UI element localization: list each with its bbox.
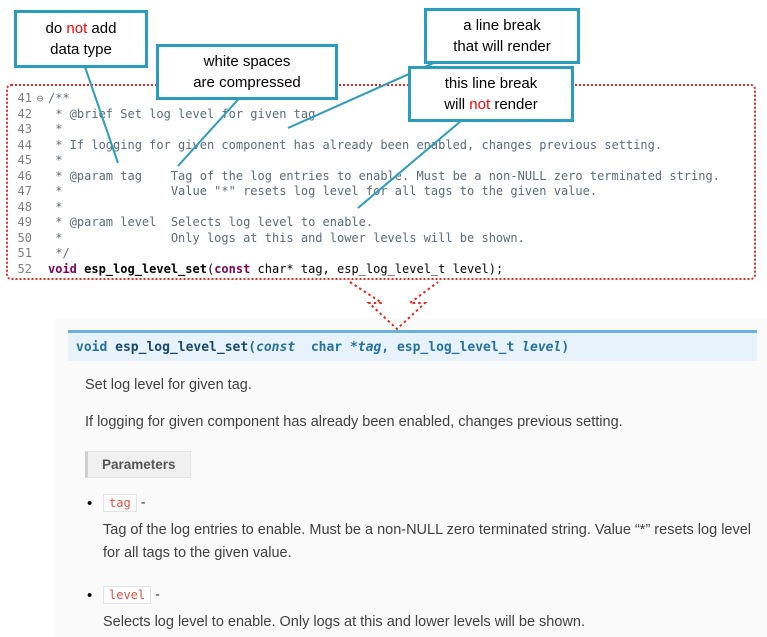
- line-number: 51: [17, 246, 32, 260]
- callout-line: are compressed: [193, 74, 301, 91]
- code-text: (: [206, 261, 215, 276]
- callout-line: do not add: [45, 20, 117, 37]
- code-line: 43 *: [8, 122, 754, 138]
- code-line: 46 * @param tag Tag of the log entries t…: [8, 169, 754, 185]
- code-line: 42 * @brief Set log level for given tag: [8, 107, 754, 123]
- sig-param-level: level: [522, 340, 562, 355]
- code-line: 45 *: [8, 153, 754, 169]
- line-number: 43: [17, 122, 32, 136]
- fold-spacer: [32, 153, 48, 169]
- brief-text: Set log level for given tag.: [85, 377, 252, 393]
- code-line: 44 * If logging for given component has …: [8, 138, 754, 154]
- code-line: 47 * Value "*" resets log level for all …: [8, 184, 754, 200]
- fold-spacer: [32, 184, 48, 200]
- fold-spacer: [32, 215, 48, 231]
- fold-spacer: [32, 138, 48, 154]
- sig-return-type: void: [76, 340, 116, 355]
- code-text: * If logging for given component has alr…: [48, 137, 663, 152]
- code-line: 50 * Only logs at this and lower levels …: [8, 231, 754, 247]
- code-text: * @param level Selects log level to enab…: [48, 215, 374, 229]
- parameter-item-tag: tag - Tag of the log entries to enable. …: [87, 494, 767, 564]
- callout-line: a line break: [463, 17, 541, 34]
- code-text: * Value "*" resets log level for all tag…: [48, 184, 598, 198]
- fold-minus-icon[interactable]: ⊖: [36, 92, 44, 105]
- line-number: 45: [17, 153, 32, 167]
- fold-spacer: [32, 107, 48, 123]
- code-line: 41 ⊖ /**: [8, 91, 754, 107]
- parameter-item-level: level - Selects log level to enable. Onl…: [87, 585, 767, 633]
- sig-param-tag: tag: [357, 340, 382, 355]
- line-number: 48: [17, 199, 32, 214]
- line-number: 52: [17, 261, 32, 276]
- sig-paren: (: [248, 340, 257, 355]
- param-literal-level: level: [103, 585, 152, 604]
- line-number: 44: [17, 137, 32, 152]
- callout-line: that will render: [453, 38, 551, 55]
- code-text: *: [48, 122, 63, 136]
- parameter-list: tag - Tag of the log entries to enable. …: [87, 494, 767, 633]
- callout-line: white spaces: [203, 53, 291, 70]
- code-line: 49 * @param level Selects log level to e…: [8, 215, 754, 231]
- code-editor-snippet: 41 ⊖ /** 42 * @brief Set log level for giv…: [6, 84, 756, 280]
- fold-spacer: [32, 122, 48, 138]
- keyword-const: const: [214, 261, 251, 276]
- code-text: char* tag, esp_log_level_t level);: [250, 261, 504, 276]
- code-line: 51 */: [8, 246, 754, 262]
- fold-spacer: [32, 262, 48, 278]
- callout-line: this line break: [444, 75, 538, 92]
- rendered-doc-panel: void esp_log_level_set(const char *tag, …: [55, 318, 767, 637]
- function-name: esp_log_level_set: [76, 261, 207, 276]
- param-description: Tag of the log entries to enable. Must b…: [103, 522, 752, 561]
- code-text: /**: [48, 91, 70, 105]
- sig-paren: ): [561, 340, 570, 355]
- callout-linebreak-renders: a line break that will render: [424, 8, 580, 64]
- line-number: 49: [17, 215, 32, 229]
- sig-const: const: [256, 340, 303, 355]
- code-text: * @brief Set log level for given tag: [48, 106, 316, 121]
- code-text: * @param tag Tag of the log entries to e…: [48, 168, 720, 183]
- param-dash: -: [136, 495, 146, 512]
- description-text: If logging for given component has alrea…: [85, 414, 623, 431]
- sig-function-name: esp_log_level_set: [115, 340, 249, 355]
- code-line: 48 *: [8, 200, 754, 216]
- callout-linebreak-not-render: this line break will not render: [408, 66, 574, 122]
- param-dash: -: [151, 586, 160, 603]
- callout-whitespace-compressed: white spaces are compressed: [156, 44, 338, 100]
- line-number: 47: [17, 184, 32, 198]
- code-text: * Only logs at this and lower levels wil…: [48, 230, 525, 245]
- sig-type: char *: [303, 340, 358, 355]
- line-number: 42: [17, 106, 32, 121]
- fold-spacer: [32, 200, 48, 216]
- sig-separator: ,: [381, 340, 397, 355]
- callout-line: will not render: [444, 96, 538, 113]
- callout-line: data type: [50, 41, 112, 58]
- line-number: 50: [17, 230, 32, 245]
- parameters-header: Parameters: [85, 451, 191, 479]
- code-text: */: [48, 246, 70, 260]
- callout-no-datatype: do not add data type: [14, 10, 148, 68]
- code-text: *: [48, 199, 63, 214]
- line-number: 46: [17, 168, 32, 183]
- function-signature: void esp_log_level_set(const char *tag, …: [68, 330, 757, 361]
- param-literal-tag: tag: [103, 494, 137, 513]
- code-line-declaration: 52 void esp_log_level_set(const char* tag…: [8, 262, 754, 278]
- fold-spacer: [32, 246, 48, 262]
- sig-type: esp_log_level_t: [396, 340, 523, 355]
- param-description: Selects log level to enable. Only logs a…: [103, 613, 585, 630]
- code-text: *: [48, 153, 63, 167]
- keyword-void: void: [48, 261, 77, 276]
- line-number: 41: [17, 91, 32, 105]
- fold-spacer: [32, 231, 48, 247]
- fold-spacer: [32, 169, 48, 185]
